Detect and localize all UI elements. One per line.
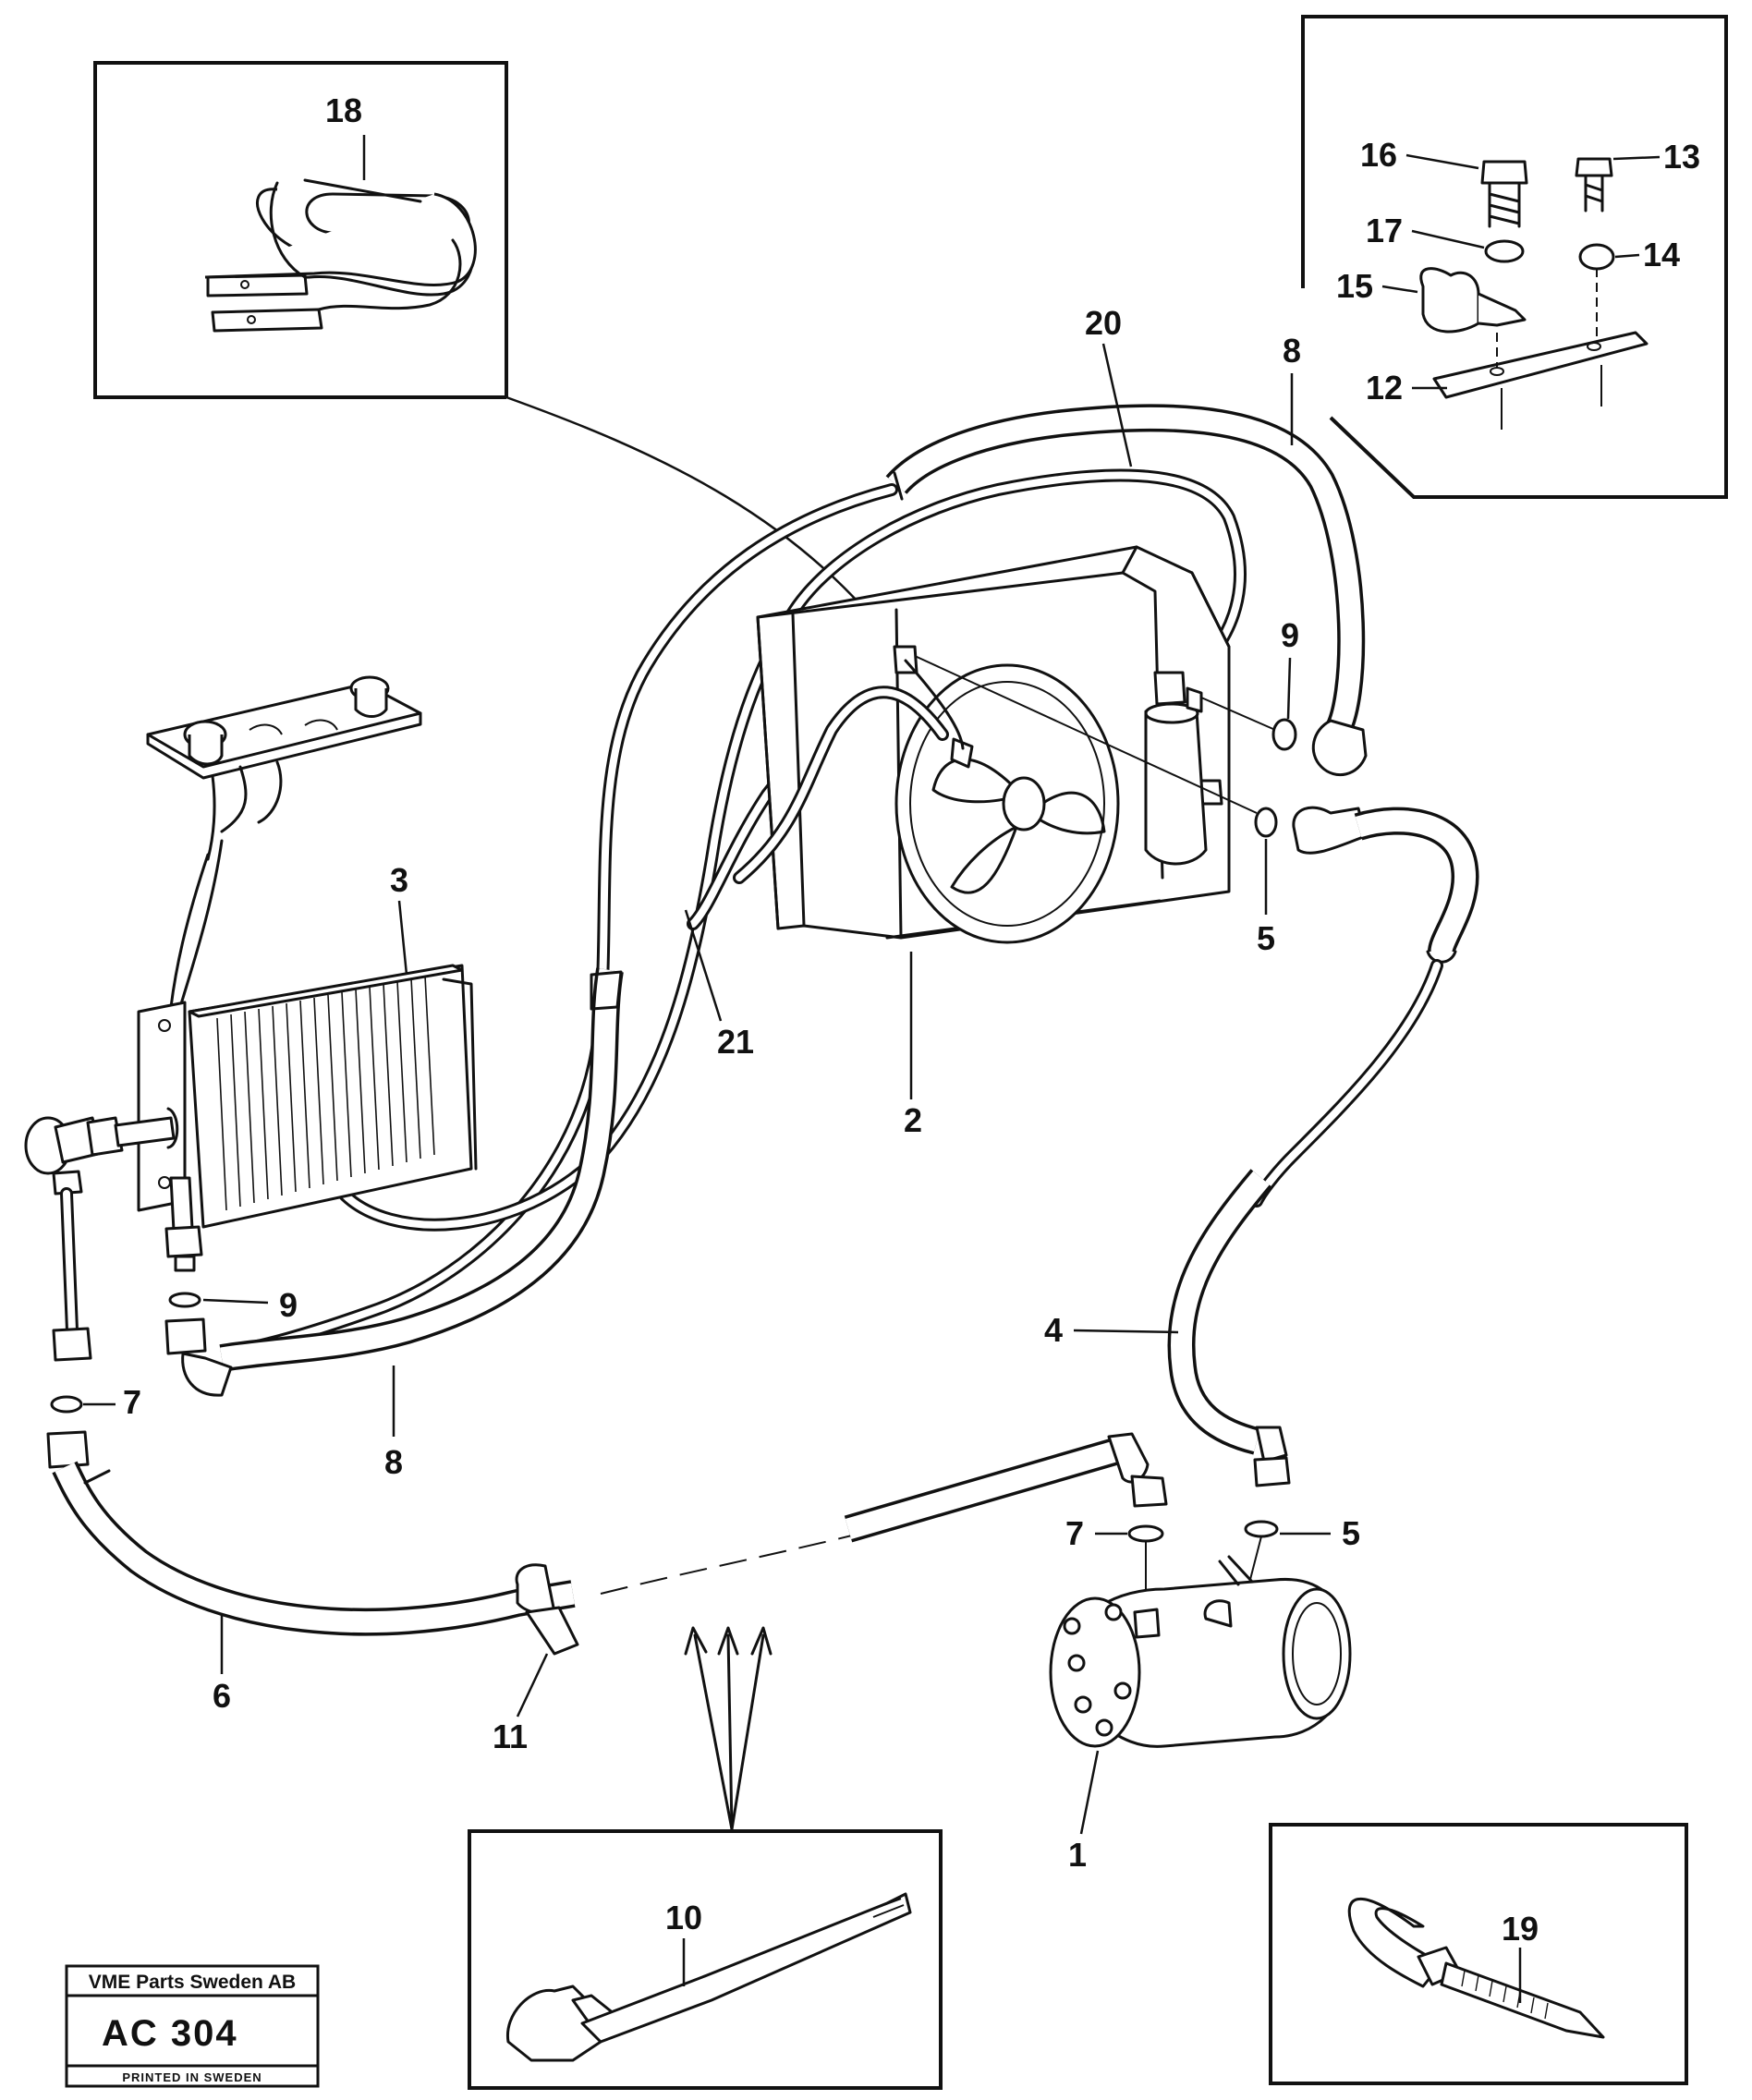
callout-13: 13 <box>1663 138 1700 176</box>
callout-12: 12 <box>1366 369 1403 407</box>
callout-16: 16 <box>1360 136 1397 174</box>
stamp-code: AC 304 <box>102 2013 238 2054</box>
callout-17: 17 <box>1366 212 1403 249</box>
washer-9-upper <box>1271 718 1297 751</box>
bushing-clamp-15 <box>1419 267 1527 334</box>
condenser-2 <box>756 545 1231 944</box>
callout-4: 4 <box>1044 1311 1063 1349</box>
cable-tie-arrows <box>684 1626 773 1831</box>
parts-stamp: VME Parts Sweden AB AC 304 PRINTED IN SW… <box>65 1964 320 2088</box>
clamp-11 <box>515 1563 556 1616</box>
bolt-16 <box>1480 160 1528 228</box>
callout-9-top: 9 <box>1281 616 1299 654</box>
detail-box-cable-tie-10 <box>468 1829 943 2090</box>
callout-8-top: 8 <box>1283 332 1301 370</box>
washer-9-lower <box>168 1292 201 1308</box>
nut-14 <box>1578 243 1615 271</box>
washer-5-upper <box>1254 807 1278 838</box>
detail-box-bracket: 16 13 17 14 15 12 <box>1301 15 1728 499</box>
callout-14: 14 <box>1643 236 1680 273</box>
fan-blades <box>931 758 1106 894</box>
evaporator-fins <box>216 975 435 1211</box>
rubber-clip-drawing <box>204 178 477 333</box>
callout-2: 2 <box>904 1101 922 1139</box>
callout-19: 19 <box>1502 1910 1539 1948</box>
callout-7-left: 7 <box>123 1383 141 1421</box>
callout-7-right: 7 <box>1065 1514 1084 1552</box>
detail-box-cable-tie-19 <box>1269 1823 1688 2085</box>
hose-4 <box>1167 807 1479 1487</box>
leader-condenser-washer <box>914 655 1258 814</box>
hose-8-upper <box>238 404 1366 1355</box>
callout-9-bottom: 9 <box>279 1286 298 1324</box>
suction-hose-7 <box>844 1432 1168 1543</box>
plate-12 <box>1432 331 1649 399</box>
callout-6: 6 <box>213 1677 231 1715</box>
callout-15: 15 <box>1336 267 1373 305</box>
washer-7-left <box>50 1395 83 1414</box>
washer-5-lower <box>1244 1520 1279 1538</box>
washer-7-right <box>1127 1524 1164 1543</box>
dashed-hose-path <box>600 1533 860 1595</box>
compressor-1 <box>1049 1555 1352 1748</box>
callout-5-bottom: 5 <box>1342 1514 1360 1552</box>
expansion-valve <box>24 1107 179 1362</box>
callout-10: 10 <box>665 1899 702 1936</box>
callout-18: 18 <box>325 91 362 129</box>
washer-17 <box>1484 239 1525 263</box>
stamp-company: VME Parts Sweden AB <box>89 1972 296 1993</box>
elbow-fitting-8 <box>1311 719 1368 776</box>
hose-6 <box>52 1461 579 1656</box>
control-panel <box>146 675 422 1009</box>
callout-21: 21 <box>717 1023 754 1061</box>
stamp-printed: PRINTED IN SWEDEN <box>122 2070 262 2084</box>
callout-8-bottom: 8 <box>384 1443 403 1481</box>
callout-5-top: 5 <box>1257 919 1275 957</box>
callout-3: 3 <box>390 861 408 899</box>
callout-11: 11 <box>493 1718 528 1755</box>
callout-1: 1 <box>1068 1836 1087 1874</box>
bolt-13 <box>1575 157 1613 212</box>
callout-20: 20 <box>1085 304 1122 342</box>
detail-box-clip-18: 18 <box>93 61 508 399</box>
evaporator-3 <box>137 964 478 1229</box>
